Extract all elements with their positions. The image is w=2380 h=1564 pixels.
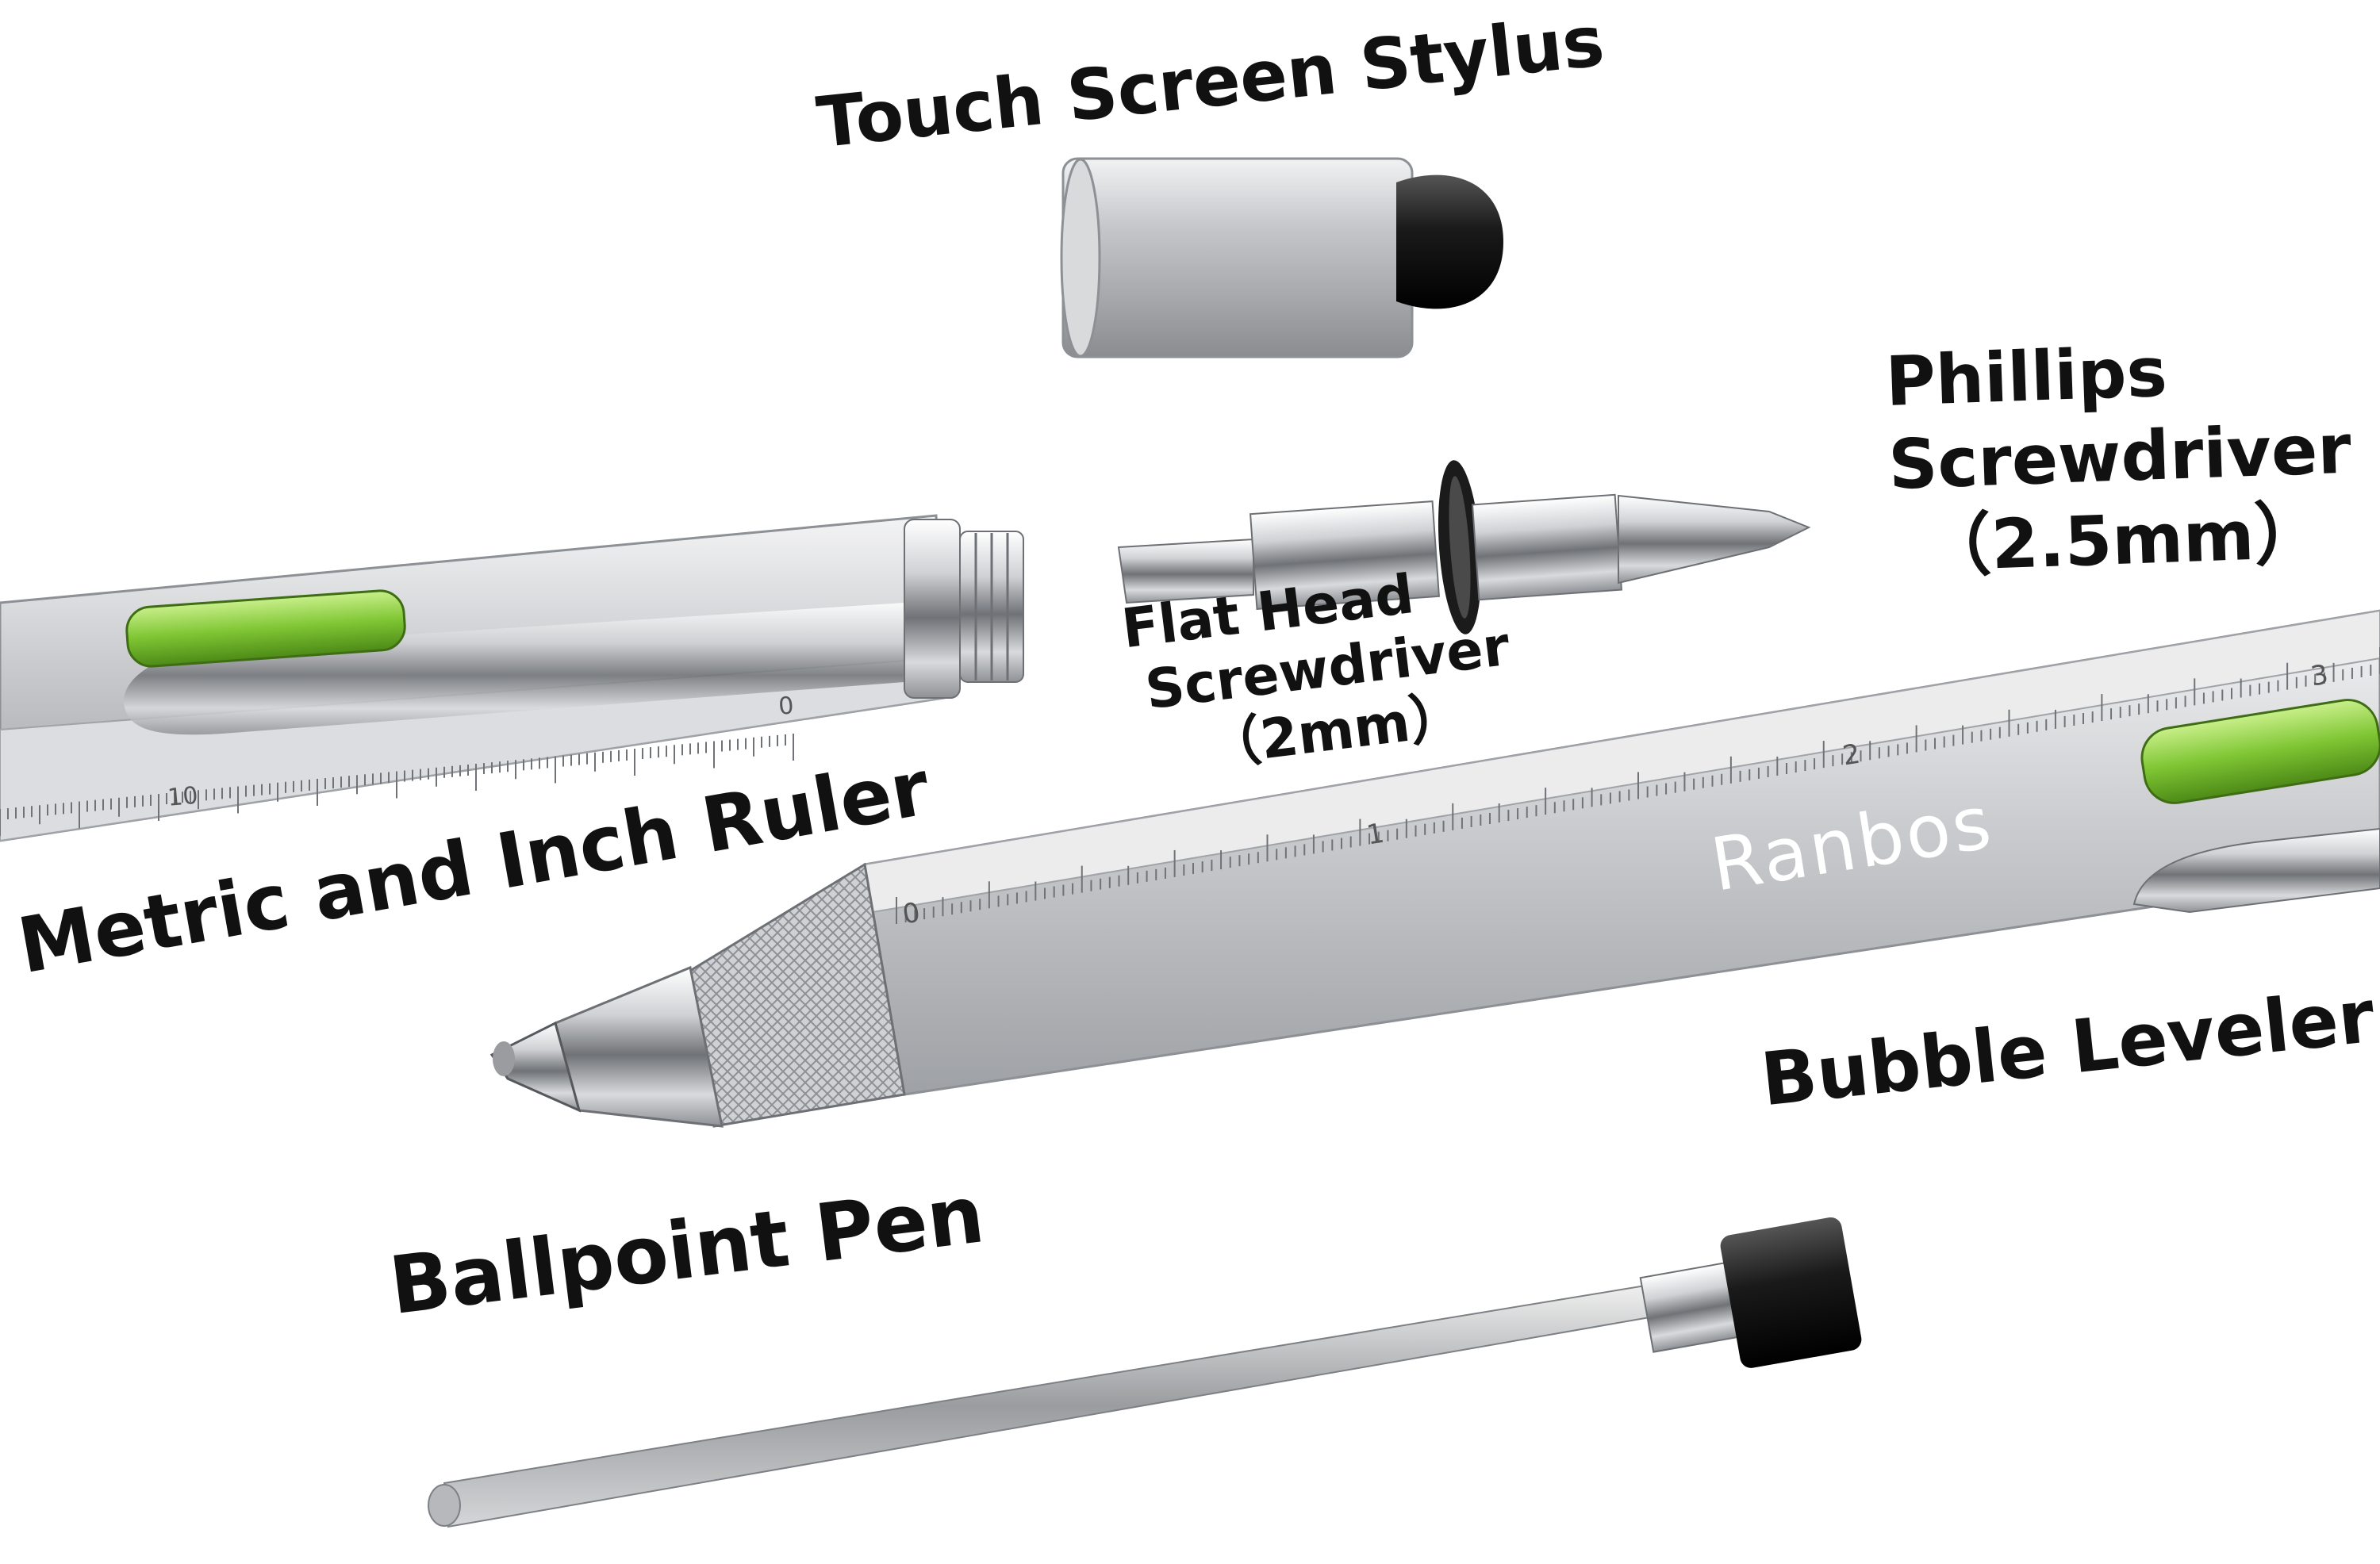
phillips-line-2: Screwdriver	[1887, 409, 2353, 505]
pen-ruler-ticks	[896, 647, 2380, 924]
pen-cap-body-icon	[0, 514, 1024, 842]
pen-body-icon	[489, 609, 2380, 1128]
stylus-cap-icon	[1060, 157, 1503, 358]
ink-refill-icon	[428, 1217, 1862, 1528]
cap-ruler-number-10: 10	[166, 781, 200, 812]
cap-ruler-number-0: 0	[777, 692, 795, 721]
cap-ruler-ticks	[0, 734, 794, 836]
phillips-line-1: Phillips	[1884, 332, 2169, 422]
phillips-line-3: （2.5mm）	[1921, 493, 2324, 588]
label-phillips-screwdriver: Phillips Screwdriver （2.5mm）	[1884, 325, 2355, 591]
screwdriver-bit-icon	[1117, 460, 1811, 634]
